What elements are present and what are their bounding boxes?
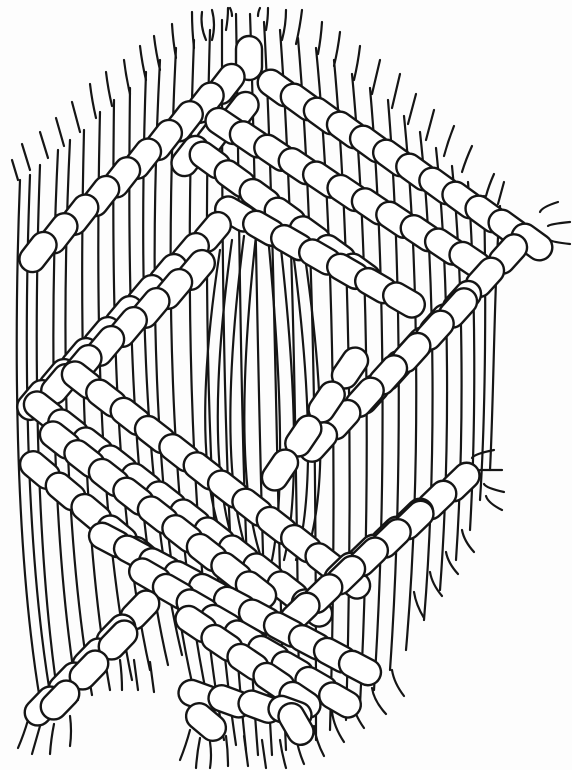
fringe-end — [314, 726, 324, 756]
fringe-end — [192, 12, 194, 48]
fringe-end — [154, 36, 160, 70]
fringe-end — [266, 8, 268, 30]
fringe-end — [462, 146, 472, 172]
fringe-end — [72, 102, 80, 132]
fringe-end — [486, 496, 502, 510]
fringe-end — [56, 118, 64, 146]
fringe-end — [498, 182, 504, 204]
cord-strand — [436, 148, 447, 590]
fringe-end — [354, 46, 360, 80]
fringe-end — [408, 94, 416, 124]
fringe-end — [548, 222, 570, 226]
fringe-end — [70, 716, 71, 746]
fringe-end — [196, 738, 200, 768]
fringe-end — [372, 688, 386, 714]
fringe-end — [172, 24, 176, 58]
fringe-end — [426, 110, 434, 140]
fringe-end — [134, 660, 138, 690]
fringe-end — [444, 126, 454, 156]
fringe-end — [318, 22, 322, 54]
fringe-end — [40, 132, 48, 158]
fringe-end — [258, 8, 260, 16]
fringe-end — [210, 742, 211, 768]
fringe-end — [32, 726, 40, 754]
fringe-end — [150, 662, 154, 692]
fringe-end — [140, 46, 146, 80]
fringe-end — [202, 12, 207, 40]
fringe-end — [282, 10, 286, 40]
fringe-end — [230, 8, 232, 16]
cord-strand — [404, 116, 416, 650]
fringe-end — [212, 10, 214, 40]
fringe-end — [484, 484, 504, 492]
fringe-end — [18, 720, 28, 748]
fringe-end — [226, 8, 228, 30]
fringe-end — [262, 740, 266, 768]
fringe-end — [486, 174, 494, 196]
fringe-end — [12, 160, 18, 180]
fringe-end — [22, 144, 30, 170]
fringe-end — [372, 60, 380, 94]
fringe-end — [392, 670, 404, 696]
fringe-end — [462, 530, 474, 552]
fringe-end — [50, 724, 54, 754]
fringe-end — [226, 736, 228, 766]
fringe-end — [124, 60, 130, 94]
fringe-end — [414, 592, 424, 618]
fringe-end — [334, 32, 340, 66]
fringe-end — [90, 84, 96, 118]
fringe-end — [180, 730, 190, 760]
fringe-end — [392, 74, 400, 108]
knot-beads — [12, 36, 558, 750]
fringe-end — [106, 72, 112, 106]
cord-strand — [480, 196, 485, 500]
fringe-end — [540, 202, 558, 212]
fringe-end — [120, 660, 122, 690]
fringe-end — [550, 240, 570, 244]
cord-strand — [420, 132, 433, 620]
